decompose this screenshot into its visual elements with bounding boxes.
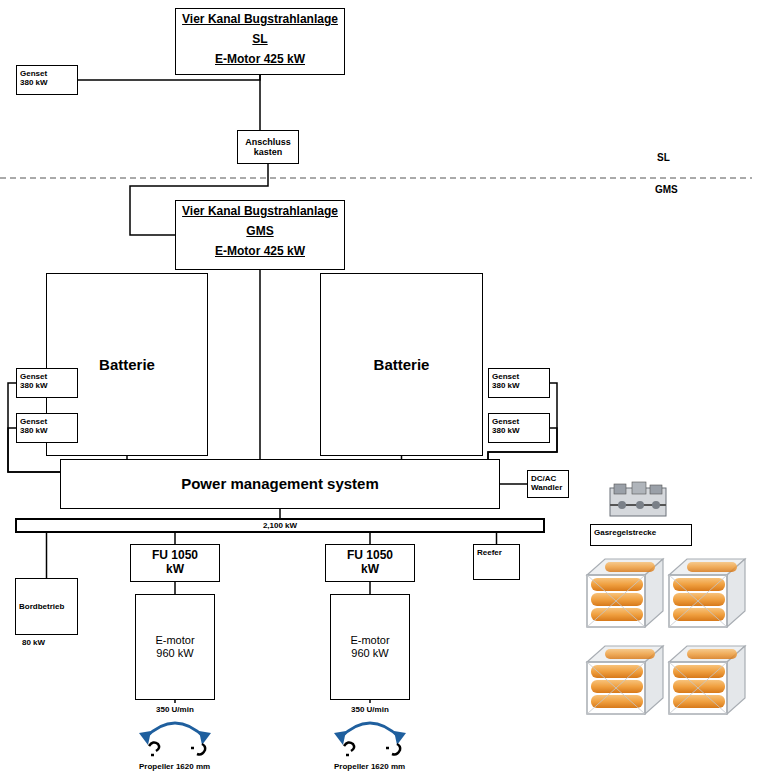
connector bbox=[78, 75, 260, 80]
propeller-label: Propeller 1620 mm bbox=[334, 762, 405, 771]
converter-box: FU 1050 kW bbox=[130, 544, 220, 582]
node-text: Power management system bbox=[181, 475, 379, 492]
connector bbox=[369, 582, 371, 594]
connector bbox=[259, 75, 261, 130]
converter-box: FU 1050 kW bbox=[325, 544, 415, 582]
node-text: 2,100 kW bbox=[263, 521, 297, 530]
genset-box: Genset 380 kW bbox=[16, 413, 78, 443]
propeller-symbol bbox=[139, 700, 406, 755]
genset-box: Genset 380 kW bbox=[16, 368, 78, 398]
node-text: Batterie bbox=[99, 356, 155, 373]
genset-box: Genset 380 kW bbox=[488, 368, 550, 398]
connector bbox=[279, 509, 281, 518]
onboard-load-box: Bordbetrieb80 kW bbox=[15, 578, 78, 635]
zone-label: GMS bbox=[655, 184, 678, 195]
node-text: Reefer bbox=[477, 548, 502, 557]
connector bbox=[496, 533, 498, 544]
node-text: Genset 380 kW bbox=[492, 417, 532, 435]
propeller-label: Propeller 1620 mm bbox=[139, 762, 210, 771]
motor-box: E-motor 960 kW bbox=[135, 594, 215, 700]
genset-box: Genset 380 kW bbox=[16, 65, 78, 95]
node-text: Vier Kanal Bugstrahlanlage bbox=[182, 13, 338, 27]
node-text: DC/AC Wandler bbox=[531, 474, 565, 492]
node-text: FU 1050 kW bbox=[339, 549, 401, 577]
junction-box: Anschluss kasten bbox=[237, 130, 299, 164]
node-text: Genset 380 kW bbox=[20, 69, 60, 87]
node-text: Gasregelstrecke bbox=[594, 528, 656, 537]
gas-tank-illustration bbox=[587, 559, 745, 714]
speed-label: 350 U/min bbox=[156, 705, 194, 714]
node-text: E-Motor 425 kW bbox=[215, 245, 305, 259]
node-text: FU 1050 kW bbox=[144, 549, 206, 577]
node-text: GMS bbox=[246, 225, 273, 239]
node-text: E-motor 960 kW bbox=[341, 634, 399, 659]
connector bbox=[369, 533, 371, 544]
zone-label: SL bbox=[657, 152, 670, 163]
speed-label: 350 U/min bbox=[351, 705, 389, 714]
node-text: Genset 380 kW bbox=[20, 417, 60, 435]
thruster-box: Vier Kanal BugstrahlanlageSL E-Motor 425 … bbox=[175, 8, 345, 75]
connector bbox=[174, 533, 176, 544]
node-text: Anschluss kasten bbox=[242, 137, 294, 158]
connector bbox=[174, 582, 176, 594]
motor-box: E-motor 960 kW bbox=[330, 594, 410, 700]
node-text: Batterie bbox=[374, 356, 430, 373]
node-text: 80 kW bbox=[22, 638, 45, 647]
genset-box: Genset 380 kW bbox=[488, 413, 550, 443]
node-text: SL bbox=[252, 33, 267, 47]
power-management-box: Power management system bbox=[60, 459, 500, 509]
node-text: Vier Kanal Bugstrahlanlage bbox=[182, 205, 338, 219]
power-bus: 2,100 kW bbox=[15, 518, 545, 533]
connector bbox=[259, 270, 261, 459]
node-text: E-Motor 425 kW bbox=[215, 53, 305, 67]
node-text: Genset 380 kW bbox=[20, 372, 60, 390]
thruster-box: Vier Kanal BugstrahlanlageGMS E-Motor 425… bbox=[175, 200, 345, 270]
node-text: Genset 380 kW bbox=[492, 372, 532, 390]
reefer-box: Reefer bbox=[473, 544, 520, 580]
gas-regulator-box: Gasregelstrecke bbox=[590, 524, 692, 546]
connector bbox=[46, 533, 48, 578]
gas-regulator-icon bbox=[610, 482, 666, 516]
node-text: E-motor 960 kW bbox=[146, 634, 204, 659]
battery-box: Batterie bbox=[320, 273, 483, 456]
node-text: Bordbetrieb bbox=[19, 602, 64, 611]
connector bbox=[500, 483, 527, 485]
converter-box: DC/AC Wandler bbox=[527, 470, 569, 498]
